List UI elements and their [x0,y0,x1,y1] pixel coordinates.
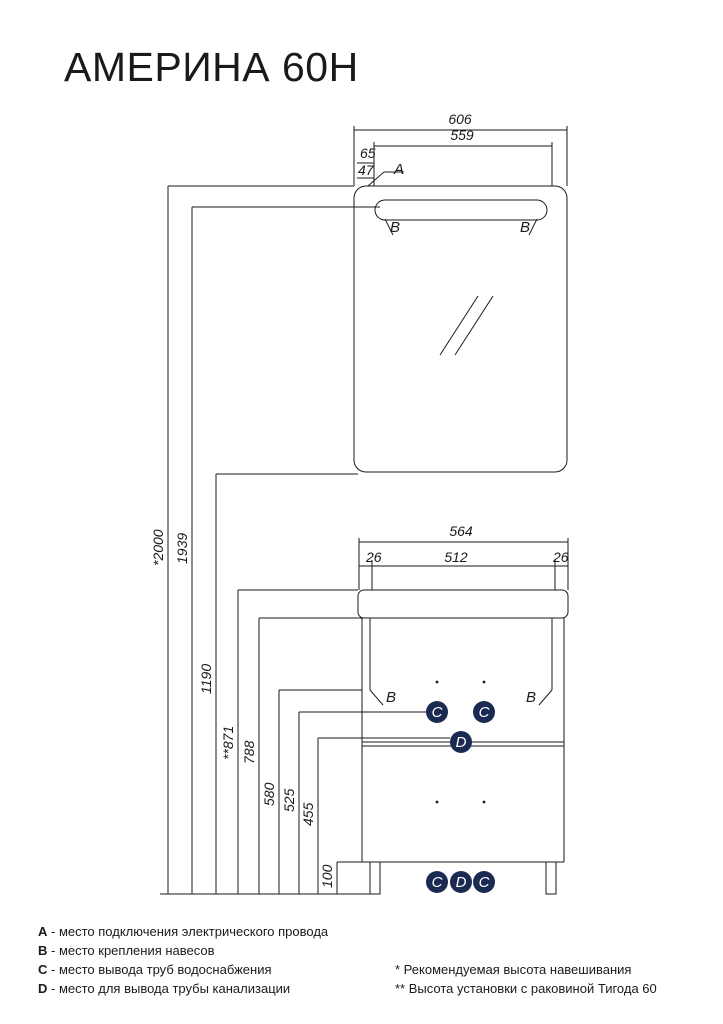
dim-65: 65 [360,145,376,161]
dim-1190: 1190 [198,664,214,694]
marker-b-mirror-right: B [520,219,530,236]
dim-100: 100 [319,864,335,888]
dim-559: 559 [450,127,474,143]
dim-871: **871 [220,726,236,760]
countertop [357,589,569,619]
circle-markers [426,701,495,893]
marker-b-cabinet-left: B [386,689,396,706]
dim-580: 580 [261,782,277,806]
marker-c-1: C [432,704,443,721]
legend-item-d: D - место для вывода трубы канализации [38,981,291,996]
marker-d-1: D [456,734,467,751]
legend-item-b: B - место крепления навесов [38,943,215,958]
legend: A - место подключения электрического про… [38,922,328,998]
dim-2000: *2000 [150,529,166,566]
legend-item-a: A - место подключения электрического про… [38,924,329,939]
page-title: АМЕРИНА 60Н [64,44,359,90]
note-install-height: ** Высота установки с раковиной Тигода 6… [395,981,657,996]
dim-512: 512 [444,549,468,565]
dim-1939: 1939 [174,533,190,564]
marker-c-3: C [432,874,443,891]
dim-564: 564 [449,523,473,539]
marker-c-2: C [479,704,490,721]
dim-606: 606 [448,111,472,127]
marker-b-cabinet-right: B [526,689,536,706]
mirror-outline [353,185,568,473]
footnotes: * Рекомендуемая высота навешивания ** Вы… [395,960,657,998]
marker-d-2: D [456,874,467,891]
legend-item-c: C - место вывода труб водоснабжения [38,962,272,977]
dim-47: 47 [358,162,375,178]
mirror-light-strip [374,199,548,221]
dim-455: 455 [300,802,316,826]
dim-525: 525 [281,788,297,812]
marker-c-4: C [479,874,490,891]
dim-26-right: 26 [552,549,569,565]
note-recommended-height: * Рекомендуемая высота навешивания [395,962,632,977]
marker-b-mirror-left: B [390,219,400,236]
marker-a: A [393,161,404,178]
dim-26-left: 26 [365,549,382,565]
dim-788: 788 [241,740,257,764]
